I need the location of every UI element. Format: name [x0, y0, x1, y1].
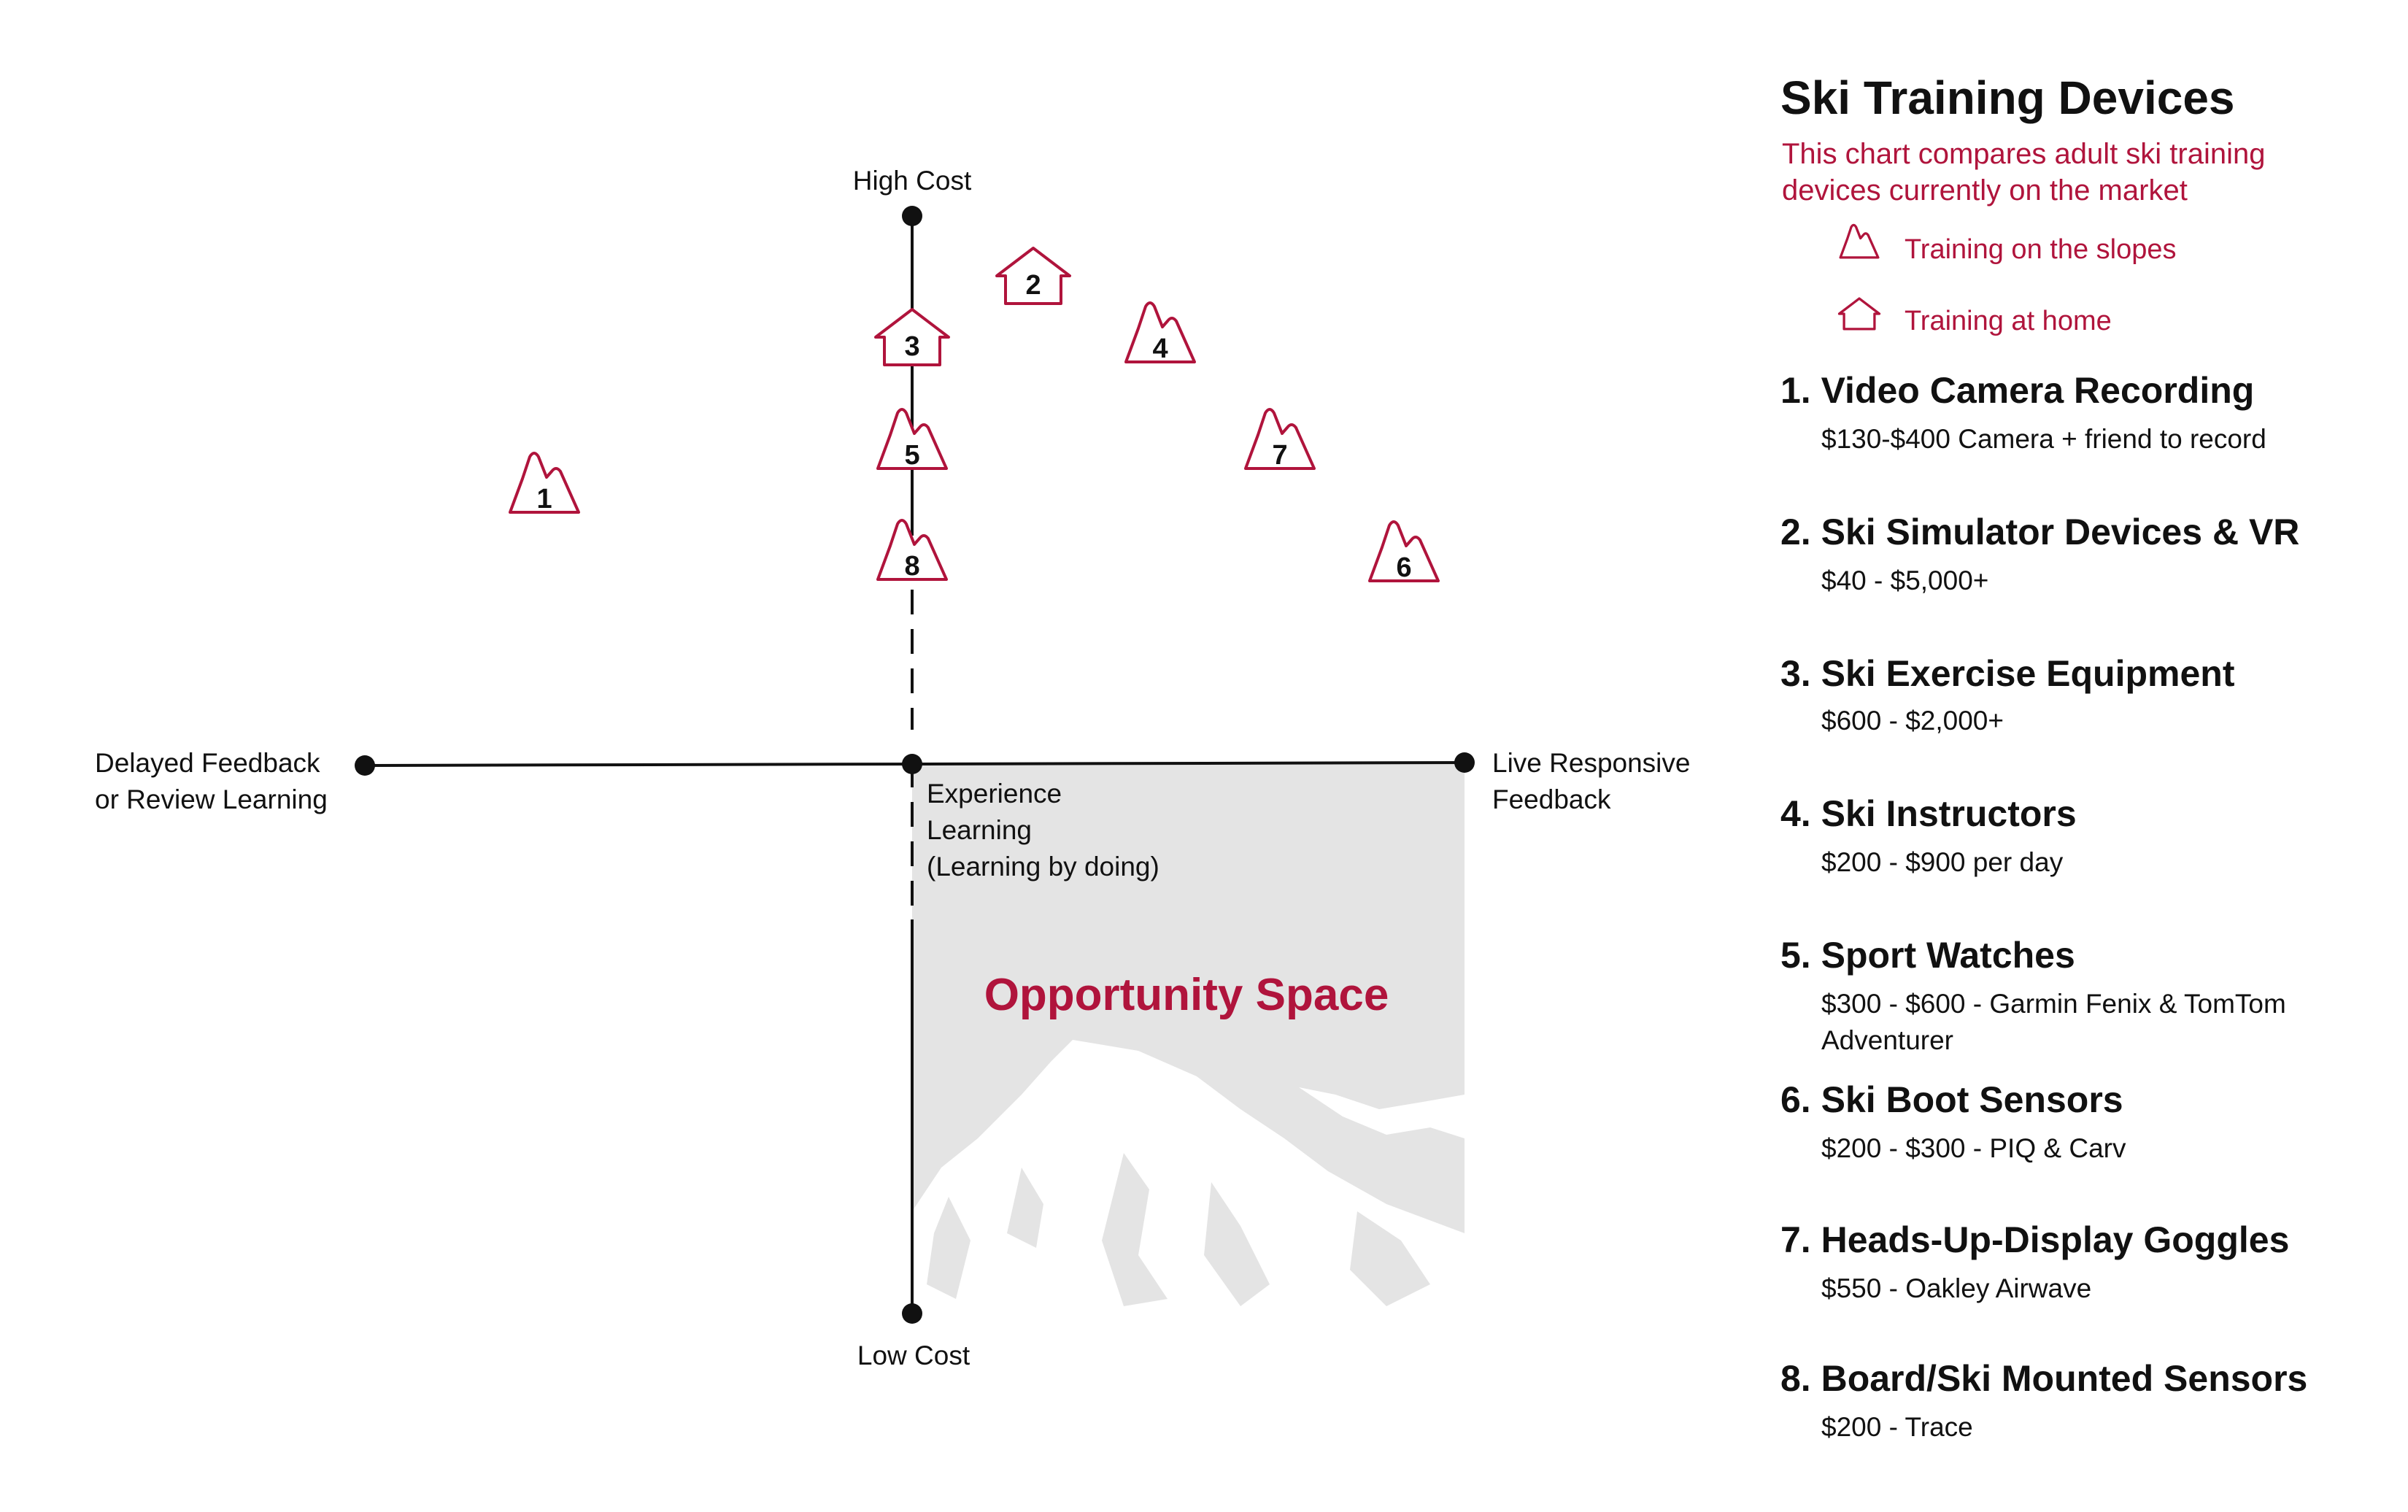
marker-number: 7 [1272, 440, 1287, 471]
axis-label-live-responsive: Live Responsive [1492, 748, 1690, 778]
device-list: 1. Video Camera Recording $130-$400 Came… [1780, 370, 2307, 1442]
item-detail: $200 - $300 - PIQ & Carv [1821, 1133, 2126, 1163]
axis-label-feedback: Feedback [1492, 784, 1611, 814]
mountain-icon [509, 452, 580, 514]
axis-label-experience: Experience [927, 779, 1062, 809]
marker-7: 7 [1244, 408, 1316, 471]
marker-4: 4 [1124, 301, 1196, 364]
legend-key-home: Training at home [1837, 297, 2112, 336]
opportunity-space-label: Opportunity Space [984, 970, 1389, 1020]
axis-label-learning: Learning [927, 815, 1032, 845]
legend-panel: Ski Training Devices This chart compares… [1780, 72, 2307, 1442]
marker-number: 3 [904, 331, 919, 362]
mountain-illustration [912, 1040, 1465, 1324]
house-icon [995, 247, 1071, 305]
legend-key-home-label: Training at home [1905, 306, 2112, 336]
list-item: 6. Ski Boot Sensors $200 - $300 - PIQ & … [1780, 1079, 2126, 1163]
opportunity-space: Opportunity Space [912, 763, 1465, 1324]
list-item: 2. Ski Simulator Devices & VR $40 - $5,0… [1780, 512, 2299, 595]
axis-dot-left [355, 755, 375, 776]
legend-title: Ski Training Devices [1780, 72, 2235, 124]
axis-labels: High Cost Low Cost Delayed Feedback or R… [95, 166, 1690, 1370]
list-item: 8. Board/Ski Mounted Sensors $200 - Trac… [1780, 1358, 2307, 1442]
marker-number: 2 [1025, 270, 1041, 301]
item-name: 5. Sport Watches [1780, 935, 2075, 976]
axis-dot-top [902, 206, 922, 226]
list-item: 1. Video Camera Recording $130-$400 Came… [1780, 370, 2266, 454]
axis-label-review-learning: or Review Learning [95, 784, 328, 814]
marker-number: 4 [1152, 333, 1168, 364]
item-name: 3. Ski Exercise Equipment [1780, 653, 2235, 694]
mountain-rock-shading [927, 1153, 1430, 1306]
legend-key-slopes-label: Training on the slopes [1905, 234, 2177, 265]
legend-subtitle-line-2: devices currently on the market [1782, 174, 2188, 207]
mountain-icon [1368, 520, 1440, 582]
mountain-icon [1839, 223, 1880, 259]
marker-3: 3 [874, 308, 950, 366]
house-icon [874, 308, 950, 366]
item-name: 6. Ski Boot Sensors [1780, 1079, 2123, 1120]
item-name: 4. Ski Instructors [1780, 793, 2077, 834]
device-markers: 1 2 3 4 5 6 7 8 [509, 247, 1440, 583]
item-detail: $300 - $600 - Garmin Fenix & TomTom [1821, 989, 2286, 1019]
axis-label-learning-by-doing: (Learning by doing) [927, 852, 1159, 882]
item-name: 8. Board/Ski Mounted Sensors [1780, 1358, 2307, 1399]
marker-2: 2 [995, 247, 1071, 305]
marker-number: 8 [904, 551, 919, 582]
axis-label-high-cost: High Cost [853, 166, 972, 196]
item-detail: $200 - $900 per day [1821, 847, 2064, 877]
item-detail: Adventurer [1821, 1025, 1953, 1055]
marker-1: 1 [509, 452, 580, 514]
item-detail: $40 - $5,000+ [1821, 566, 1988, 595]
axis-dot-center [902, 754, 922, 774]
list-item: 3. Ski Exercise Equipment $600 - $2,000+ [1780, 653, 2235, 736]
axis-endpoints [355, 206, 1475, 1324]
item-detail: $600 - $2,000+ [1821, 706, 2004, 736]
list-item: 7. Heads-Up-Display Goggles $550 - Oakle… [1780, 1219, 2289, 1303]
house-icon [1837, 297, 1881, 331]
mountain-icon [1124, 301, 1196, 363]
mountain-icon [1244, 408, 1316, 470]
mountain-icon [876, 519, 948, 581]
marker-number: 1 [536, 484, 552, 514]
mountain-icon [876, 408, 948, 470]
item-name: 2. Ski Simulator Devices & VR [1780, 512, 2299, 552]
legend-subtitle-line-1: This chart compares adult ski training [1782, 138, 2266, 170]
axis-dot-right [1454, 752, 1475, 773]
legend-key-slopes: Training on the slopes [1839, 223, 2177, 265]
axis-label-delayed-feedback: Delayed Feedback [95, 748, 320, 778]
marker-5: 5 [876, 408, 948, 471]
item-name: 7. Heads-Up-Display Goggles [1780, 1219, 2289, 1260]
axis-dot-bottom [902, 1303, 922, 1324]
list-item: 5. Sport Watches $300 - $600 - Garmin Fe… [1780, 935, 2286, 1055]
marker-number: 6 [1396, 552, 1411, 583]
item-name: 1. Video Camera Recording [1780, 370, 2254, 411]
list-item: 4. Ski Instructors $200 - $900 per day [1780, 793, 2077, 877]
axis-label-low-cost: Low Cost [857, 1341, 970, 1370]
item-detail: $550 - Oakley Airwave [1821, 1273, 2091, 1303]
marker-6: 6 [1368, 520, 1440, 583]
marker-number: 5 [904, 440, 919, 471]
item-detail: $200 - Trace [1821, 1412, 1973, 1442]
item-detail: $130-$400 Camera + friend to record [1821, 424, 2266, 454]
marker-8: 8 [876, 519, 948, 582]
